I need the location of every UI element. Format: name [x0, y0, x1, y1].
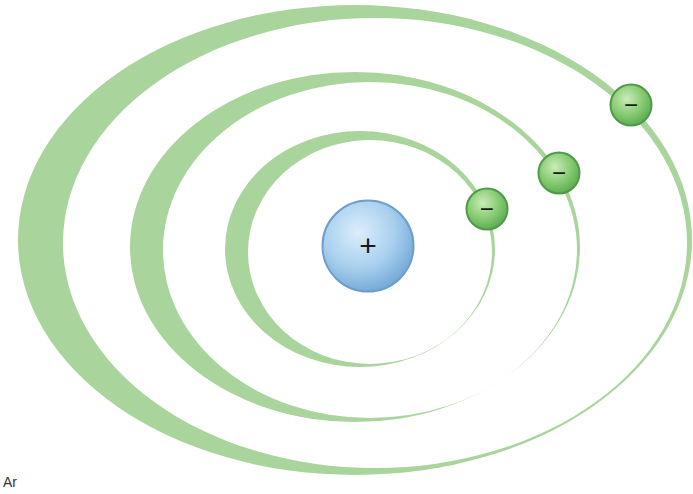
charge-sign: −	[480, 197, 494, 221]
electron-circle: −	[465, 187, 509, 231]
electron-outline	[611, 85, 652, 126]
charge-sign: −	[624, 93, 638, 117]
electron-circle: −	[609, 83, 653, 127]
nucleus-outline	[323, 201, 414, 292]
charge-sign: −	[552, 161, 566, 185]
middle-orbit	[130, 72, 580, 422]
inner-orbit	[225, 131, 495, 367]
charge-sign: +	[359, 231, 377, 261]
nucleus-circle: +	[321, 199, 415, 293]
element-label: Ar	[3, 474, 17, 490]
electron-circle: −	[537, 151, 581, 195]
outer-orbit	[18, 5, 692, 475]
electron-outline	[466, 188, 507, 229]
electron-outline	[538, 153, 579, 194]
